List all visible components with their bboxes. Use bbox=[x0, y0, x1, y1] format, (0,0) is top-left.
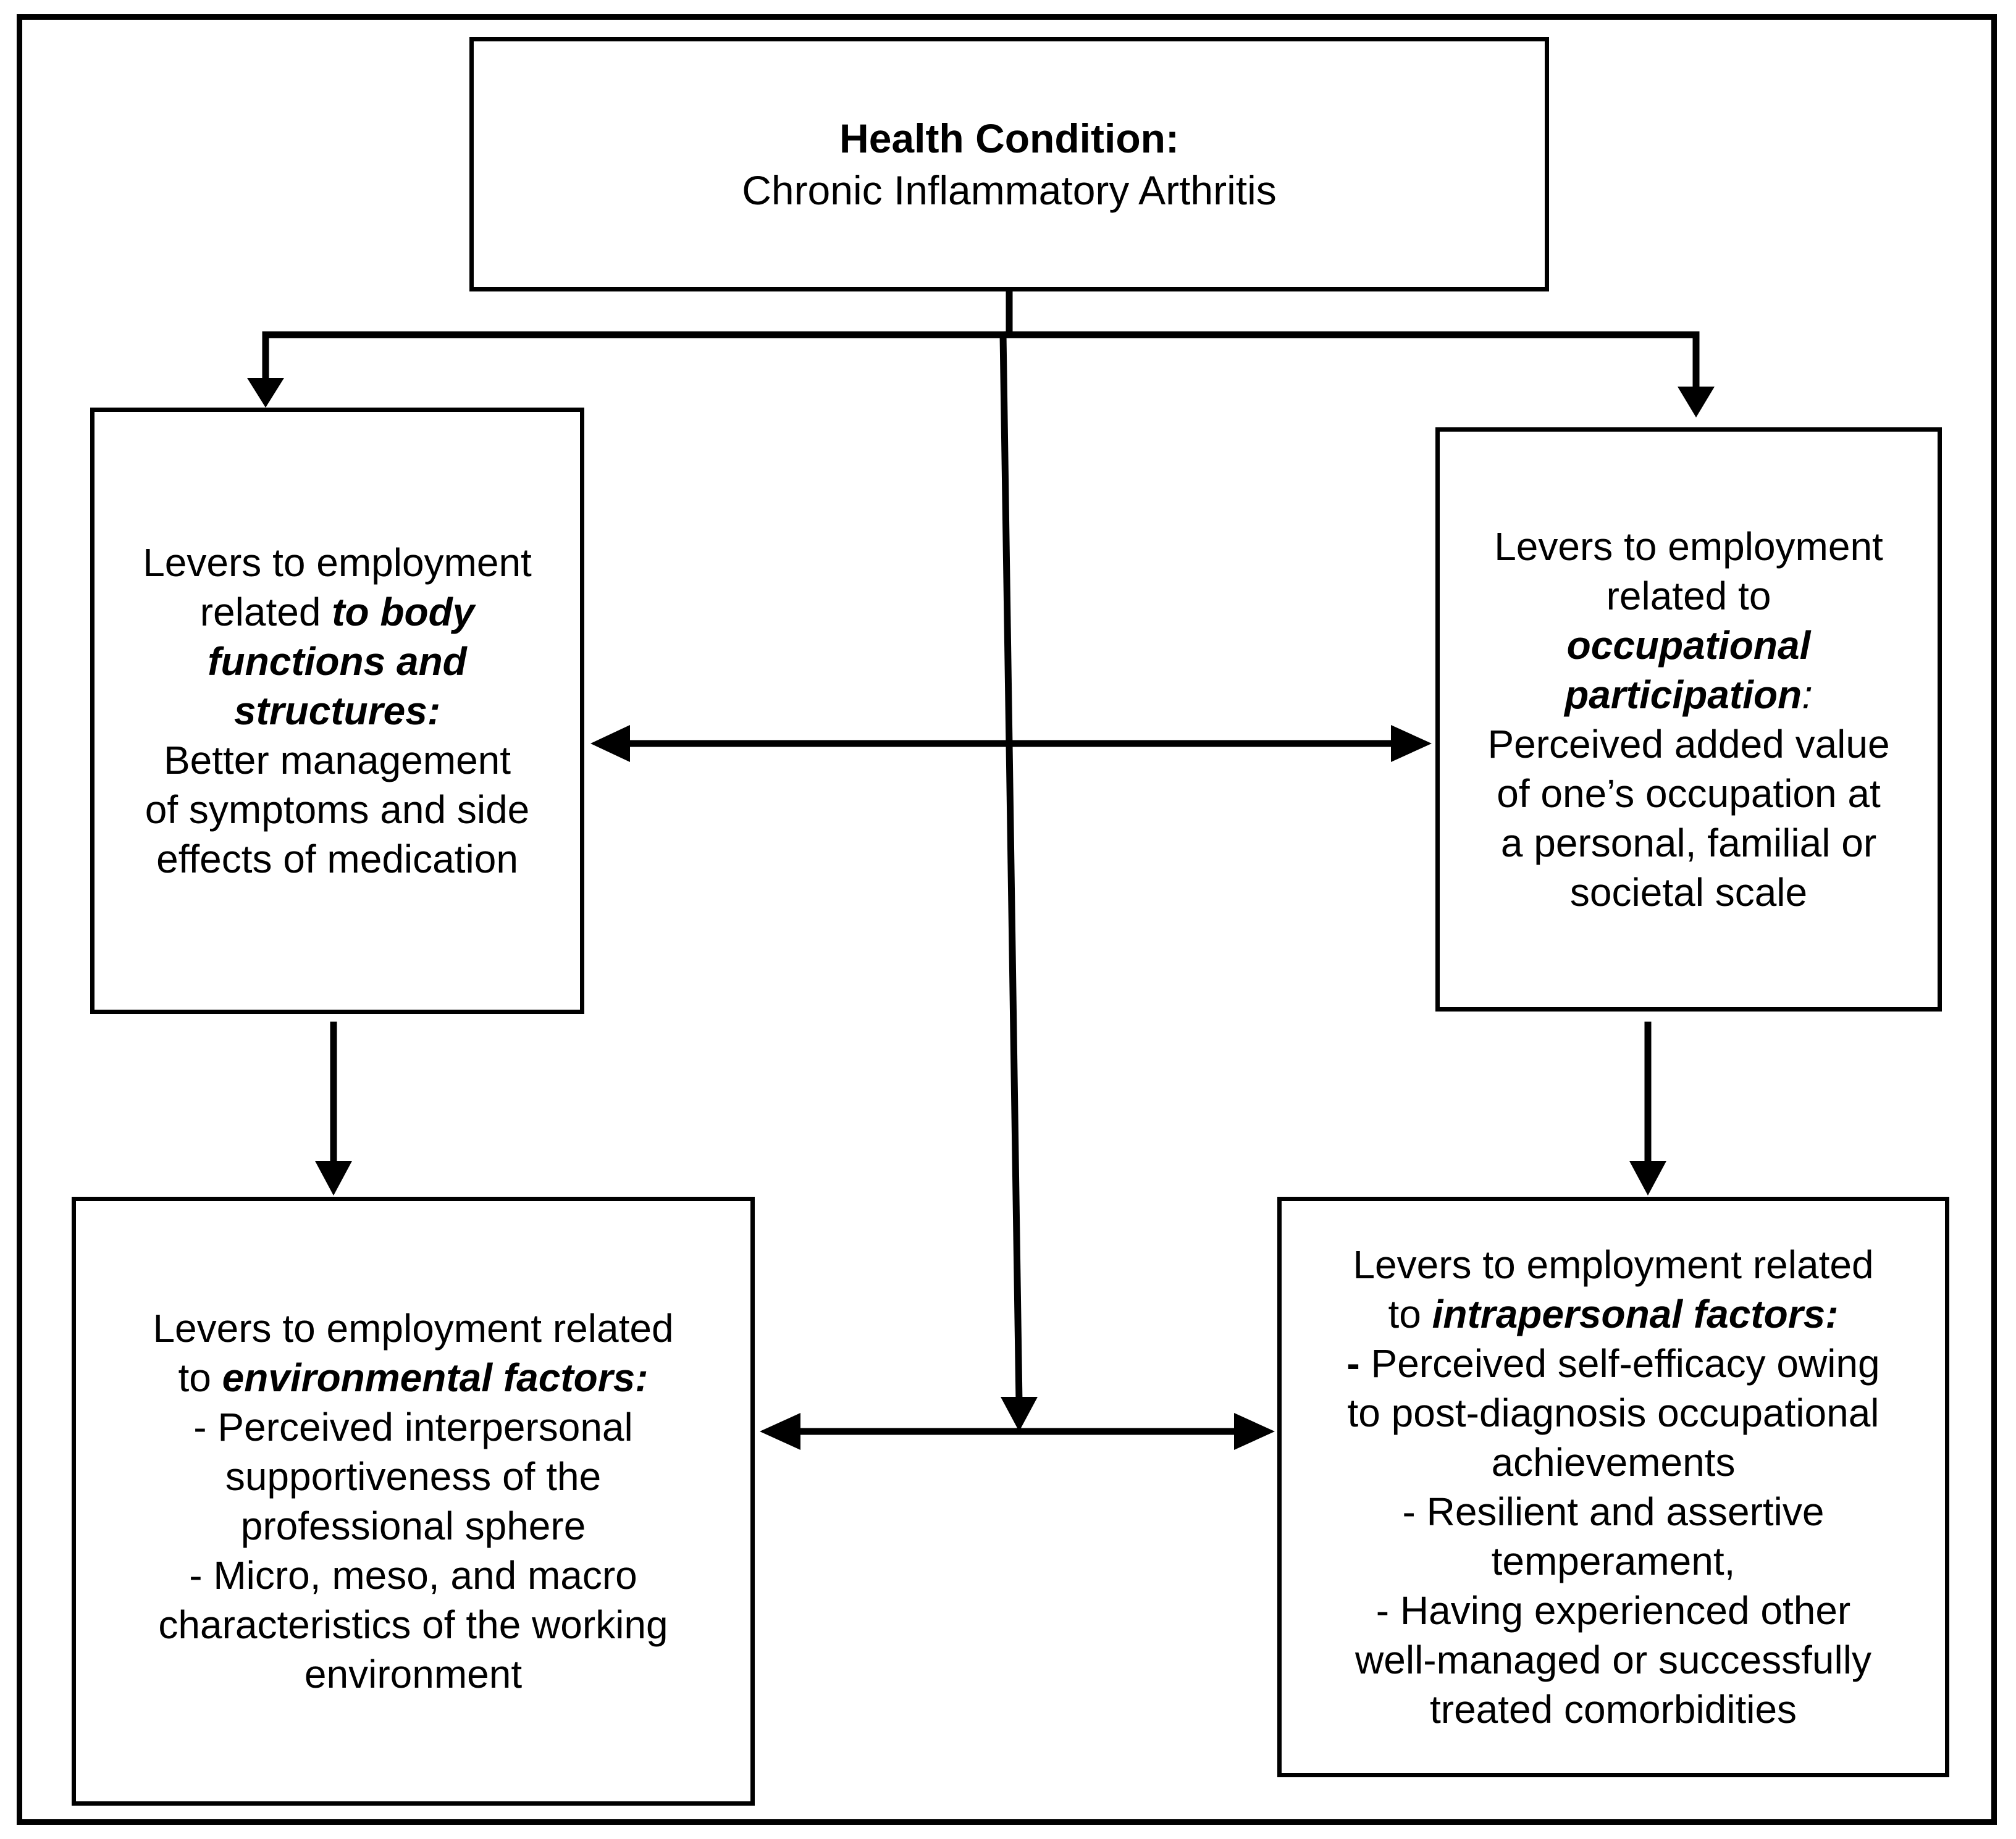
environmental-factors-box: Levers to employment related to environm… bbox=[72, 1197, 755, 1806]
occupational-participation-box: Levers to employment related to occupati… bbox=[1435, 427, 1942, 1012]
arrowhead-to-body-box bbox=[247, 378, 284, 408]
env-line-1: Levers to employment related bbox=[153, 1306, 674, 1351]
intra-line-3-dash: - bbox=[1346, 1341, 1360, 1386]
body-line-2-emph: to body bbox=[332, 590, 475, 634]
occ-line-4-emph: participation bbox=[1564, 672, 1802, 717]
occ-line-5: Perceived added value bbox=[1487, 722, 1890, 766]
central-vertical-line bbox=[999, 331, 1023, 1405]
health-condition-name: Chronic Inflammatory Arthritis bbox=[742, 167, 1277, 213]
env-line-2-emph: environmental factors: bbox=[222, 1355, 649, 1400]
intra-line-2: to intrapersonal factors: bbox=[1388, 1289, 1838, 1339]
body-line-2-plain: related bbox=[200, 590, 332, 634]
intra-line-4: to post-diagnosis occupational bbox=[1347, 1391, 1880, 1435]
env-line-3: - Perceived interpersonal bbox=[193, 1405, 633, 1449]
body-functions-box: Levers to employment related to body fun… bbox=[90, 408, 584, 1014]
intra-line-1: Levers to employment related bbox=[1353, 1242, 1874, 1287]
env-line-2-plain: to bbox=[178, 1355, 222, 1400]
health-condition-title: Health Condition: bbox=[839, 115, 1179, 161]
body-line-4: structures: bbox=[233, 689, 441, 733]
arrowhead-right-bottom bbox=[1234, 1413, 1275, 1450]
intra-line-10: treated comorbidities bbox=[1429, 1687, 1797, 1732]
env-line-5: professional sphere bbox=[240, 1504, 586, 1548]
env-line-6: - Micro, meso, and macro bbox=[189, 1553, 637, 1598]
occ-line-4: participation: bbox=[1564, 670, 1813, 719]
intra-line-6: - Resilient and assertive bbox=[1402, 1489, 1825, 1534]
intra-line-7: temperament, bbox=[1491, 1539, 1736, 1583]
body-line-5: Better management bbox=[163, 738, 511, 782]
body-line-3: functions and bbox=[208, 639, 467, 684]
intrapersonal-factors-box: Levers to employment related to intraper… bbox=[1277, 1197, 1949, 1777]
arrowhead-central-down bbox=[1001, 1397, 1038, 1431]
env-line-7: characteristics of the working bbox=[158, 1602, 668, 1647]
arrowhead-to-occupational-box bbox=[1678, 387, 1715, 417]
env-line-8: environment bbox=[304, 1652, 523, 1696]
env-line-2: to environmental factors: bbox=[178, 1353, 648, 1402]
intra-line-5: achievements bbox=[1491, 1440, 1736, 1485]
occ-line-3: occupational bbox=[1566, 623, 1811, 668]
occ-line-6: of one’s occupation at bbox=[1497, 771, 1881, 816]
env-line-4: supportiveness of the bbox=[225, 1454, 602, 1499]
intra-line-2-plain: to bbox=[1388, 1292, 1432, 1336]
diagram-frame bbox=[17, 14, 1997, 1825]
health-condition-box: Health Condition: Chronic Inflammatory A… bbox=[469, 37, 1549, 291]
arrowhead-left-bottom bbox=[760, 1413, 800, 1450]
body-line-6: of symptoms and side bbox=[145, 787, 530, 832]
intra-line-3-text: Perceived self-efficacy owing bbox=[1359, 1341, 1880, 1386]
arrowhead-to-environmental-box bbox=[315, 1161, 352, 1196]
intra-line-2-emph: intrapersonal factors: bbox=[1432, 1292, 1839, 1336]
body-line-2: related to body bbox=[200, 587, 475, 637]
intra-line-8: - Having experienced other bbox=[1376, 1588, 1851, 1633]
arrowhead-left-middle bbox=[590, 725, 630, 762]
occ-line-1: Levers to employment bbox=[1494, 524, 1883, 569]
body-line-7: effects of medication bbox=[156, 837, 518, 881]
occ-line-7: a personal, familial or bbox=[1500, 821, 1877, 865]
arrowhead-right-middle bbox=[1391, 725, 1432, 762]
intra-line-9: well-managed or successfully bbox=[1355, 1638, 1871, 1682]
body-line-1: Levers to employment bbox=[143, 540, 532, 585]
occ-line-4-tail: : bbox=[1802, 672, 1813, 717]
occ-line-2: related to bbox=[1606, 574, 1771, 618]
intra-line-3: - Perceived self-efficacy owing bbox=[1346, 1339, 1880, 1388]
occ-line-8: societal scale bbox=[1569, 870, 1808, 915]
arrowhead-to-intrapersonal-box bbox=[1629, 1161, 1666, 1196]
